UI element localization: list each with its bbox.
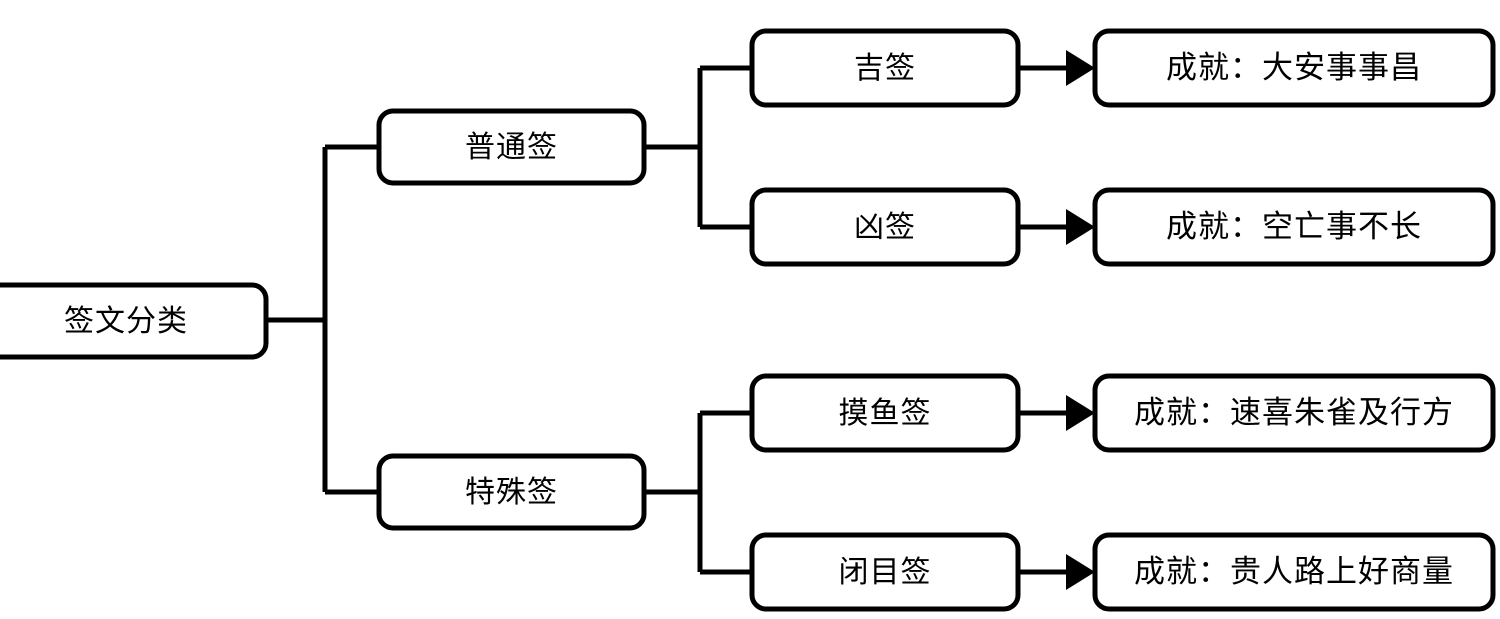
node-box-lucky[interactable]: [749, 28, 1021, 108]
node-box-normal[interactable]: [376, 108, 647, 186]
node-box-ach1[interactable]: [1092, 28, 1496, 108]
arrow-head-ach1: [1066, 50, 1095, 86]
arrow-head-ach4: [1066, 554, 1095, 590]
node-box-root[interactable]: [0, 282, 269, 360]
node-box-bimu[interactable]: [749, 532, 1021, 612]
arrow-head-ach2: [1066, 209, 1095, 245]
node-box-unlucky[interactable]: [749, 187, 1021, 267]
node-box-ach4[interactable]: [1092, 532, 1496, 612]
node-box-moyu[interactable]: [749, 373, 1021, 453]
node-box-ach3[interactable]: [1092, 373, 1496, 453]
node-box-special[interactable]: [376, 453, 647, 531]
arrow-head-ach3: [1066, 395, 1095, 431]
node-box-ach2[interactable]: [1092, 187, 1496, 267]
